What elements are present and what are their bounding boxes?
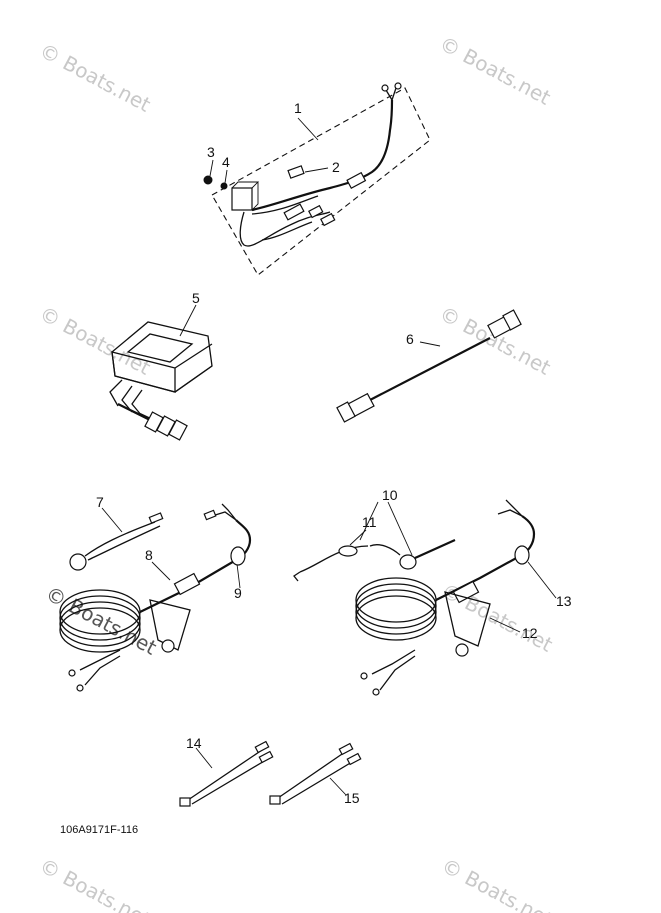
callout-15: 15: [344, 790, 360, 806]
extension-cable: [336, 309, 522, 423]
wire-harness-assembly: [203, 82, 431, 276]
callout-3: 3: [207, 144, 215, 160]
junction-box: [231, 187, 253, 211]
watermark-bottom-right: © Boats.net: [438, 853, 557, 913]
main-harness-wire: [251, 99, 394, 212]
watermark-mid-right: © Boats.net: [436, 301, 555, 380]
washer: [220, 182, 228, 190]
watermark-mid-left: © Boats.net: [36, 301, 155, 380]
callout-7: 7: [96, 494, 104, 510]
sensor-lead: [69, 512, 164, 571]
callout-labels: 1 2 3 4 5 6 7 8 9 10 11 12 13 14 15: [96, 100, 572, 806]
callout-1: 1: [294, 100, 302, 116]
lead-wires: [179, 740, 362, 807]
callout-10: 10: [382, 487, 398, 503]
watermark-center-left: © Boats.net: [42, 581, 161, 660]
callout-2: 2: [332, 159, 340, 175]
diagram-reference-code: 106A9171F-116: [60, 824, 138, 836]
callout-9: 9: [234, 585, 242, 601]
callout-5: 5: [192, 290, 200, 306]
watermark-bottom-left: © Boats.net: [36, 853, 155, 913]
callout-4: 4: [222, 154, 230, 170]
leader-lines: [101, 117, 557, 796]
callout-12: 12: [522, 625, 538, 641]
bolt: [203, 175, 213, 185]
callout-6: 6: [406, 331, 414, 347]
control-module: [109, 321, 213, 441]
assembly-dashed-box: [211, 87, 431, 276]
watermarks: © Boats.net © Boats.net © Boats.net © Bo…: [36, 31, 557, 913]
main-harness-left: [59, 503, 252, 692]
fuse: [287, 165, 305, 179]
callout-14: 14: [186, 735, 202, 751]
callout-11: 11: [362, 514, 377, 530]
callout-8: 8: [145, 547, 153, 563]
watermark-top-left: © Boats.net: [36, 38, 155, 117]
watermark-top-right: © Boats.net: [436, 31, 555, 110]
main-harness-right: [355, 499, 536, 696]
kill-switch-assembly: [293, 538, 456, 582]
callout-13: 13: [556, 593, 572, 609]
